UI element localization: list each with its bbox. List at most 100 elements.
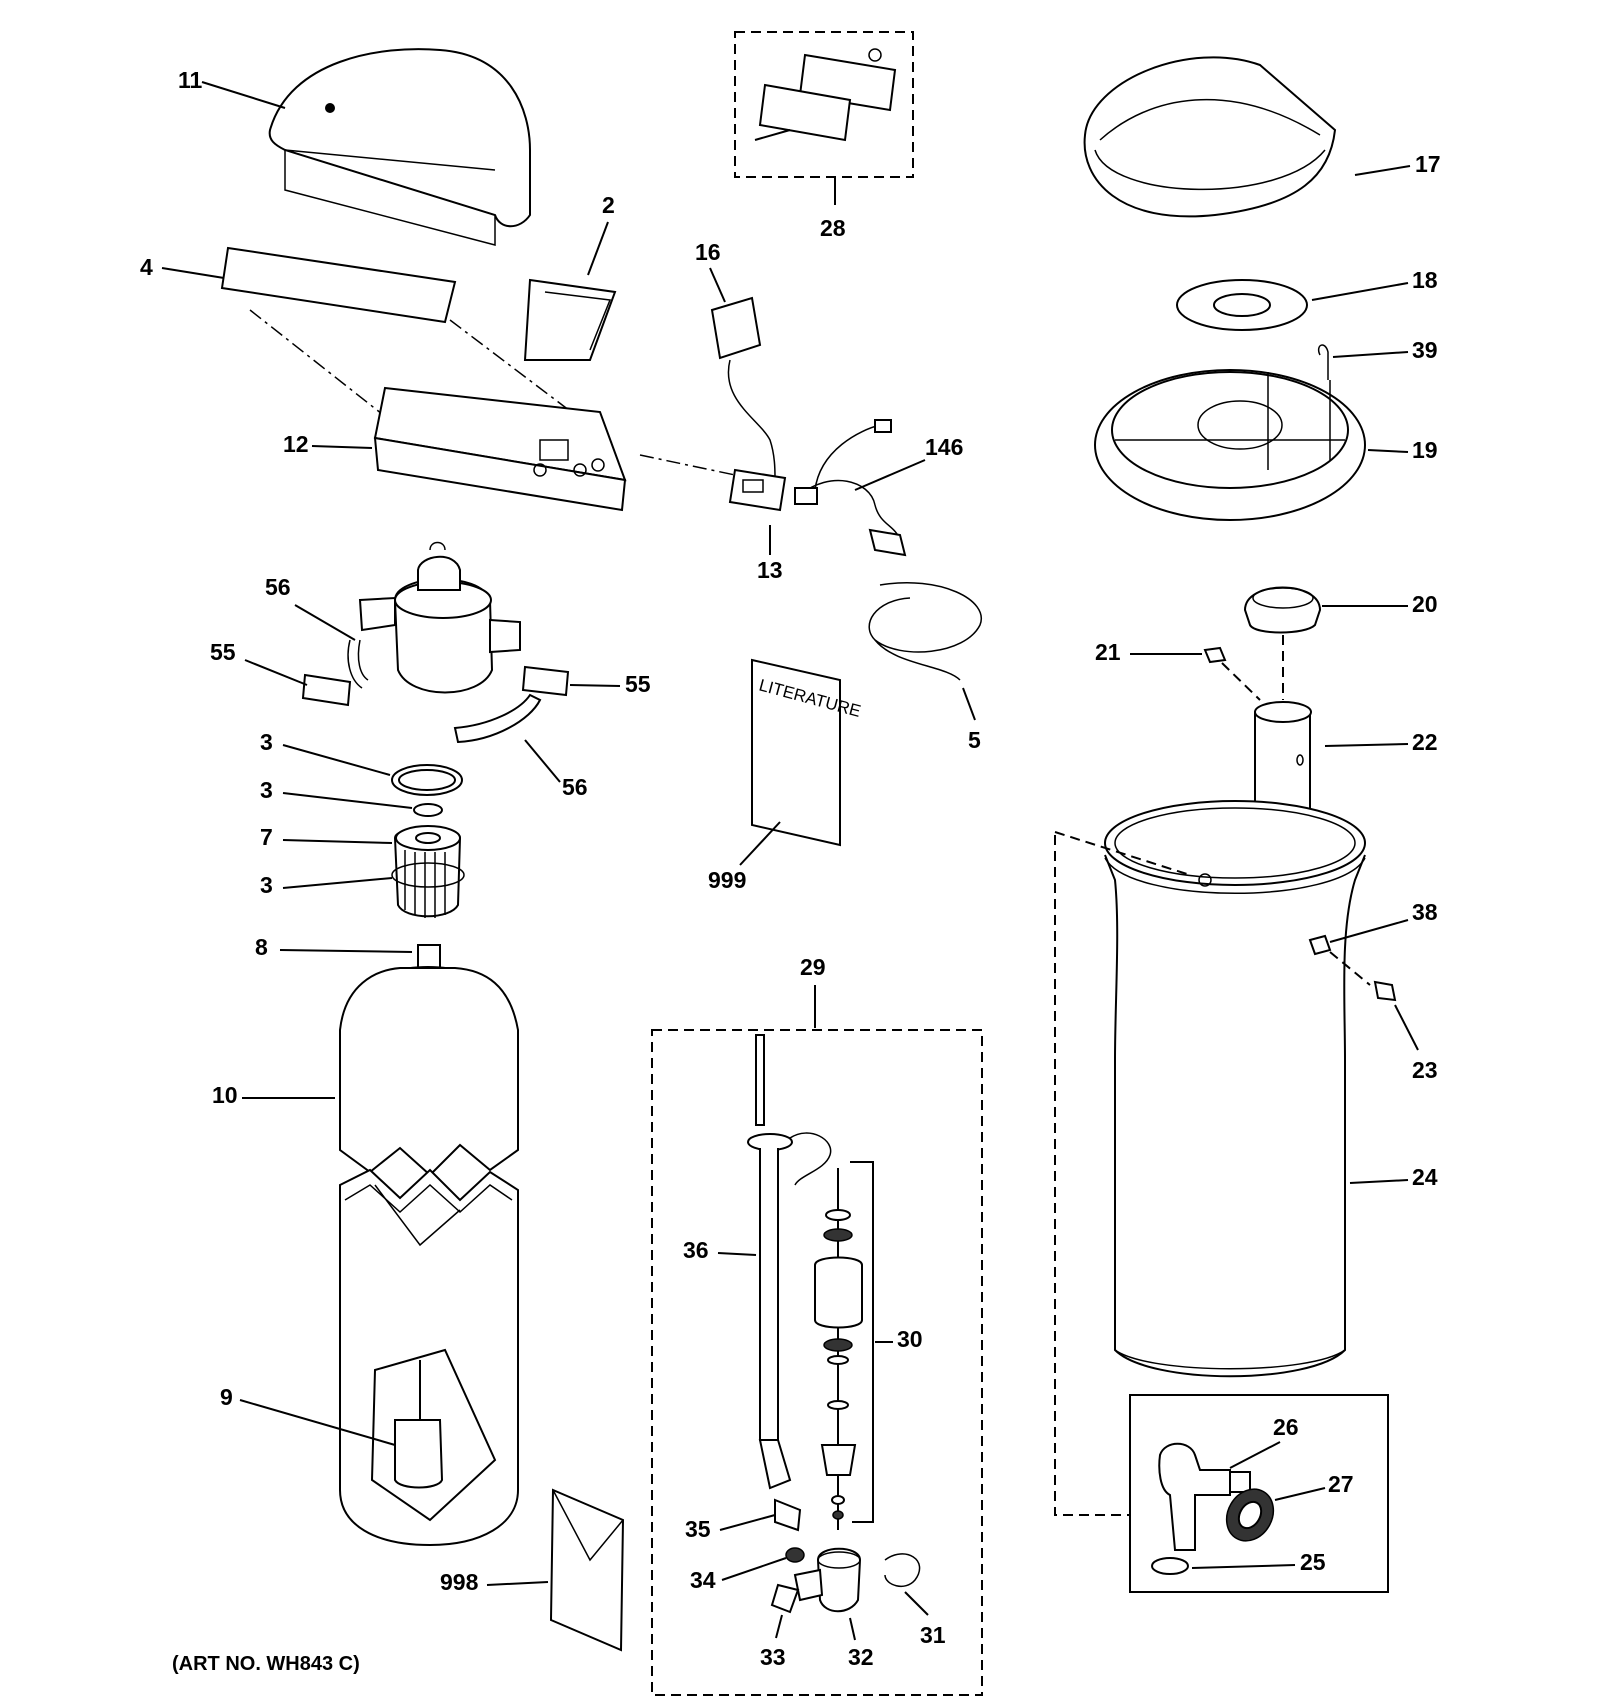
- svg-text:19: 19: [1412, 437, 1438, 463]
- callout-998: 998: [440, 1569, 549, 1595]
- callout-10: 10: [212, 1082, 335, 1108]
- callout-20: 20: [1322, 591, 1438, 617]
- art-number: (ART NO. WH843 C): [172, 1653, 360, 1675]
- callout-3-first: 3: [260, 729, 391, 776]
- callout-13: 13: [757, 525, 783, 583]
- part-3-oring-large: [391, 764, 463, 796]
- part-38-grommet: [1308, 934, 1371, 986]
- callout-56-upper: 56: [265, 574, 356, 641]
- callout-999: 999: [708, 821, 781, 893]
- callout-21: 21: [1095, 639, 1202, 665]
- svg-text:2: 2: [602, 192, 615, 218]
- callout-8: 8: [255, 934, 413, 960]
- svg-text:56: 56: [562, 774, 588, 800]
- callout-11: 11: [178, 67, 286, 109]
- overflow-kit-dashed-leader: [1054, 835, 1130, 1516]
- part-56-clip-upper: [347, 639, 369, 689]
- callout-36: 36: [683, 1237, 757, 1263]
- callout-7: 7: [260, 824, 393, 850]
- part-25-hose-clamp: [1151, 1557, 1189, 1575]
- part-21-grommet: [1203, 646, 1261, 701]
- svg-text:38: 38: [1412, 899, 1438, 925]
- part-20-cap: [1243, 586, 1322, 634]
- callout-38: 38: [1329, 899, 1438, 943]
- callout-16: 16: [695, 239, 726, 303]
- callout-39: 39: [1332, 337, 1438, 363]
- svg-text:34: 34: [690, 1567, 716, 1593]
- svg-text:146: 146: [925, 434, 963, 460]
- svg-text:10: 10: [212, 1082, 238, 1108]
- part-999-literature: LITERATURE: [751, 658, 863, 847]
- part-28-brackets: [754, 48, 897, 142]
- callout-26: 26: [1229, 1414, 1299, 1469]
- part-4-label: [220, 246, 457, 324]
- callout-19: 19: [1367, 437, 1438, 463]
- callout-22: 22: [1324, 729, 1438, 755]
- callout-23: 23: [1394, 1004, 1438, 1083]
- callout-18: 18: [1311, 267, 1438, 301]
- callout-9: 9: [220, 1384, 396, 1446]
- svg-text:56: 56: [265, 574, 291, 600]
- part-5-tubing-coil: [868, 582, 983, 681]
- part-7-piston: [393, 825, 462, 918]
- part-12-control-panel: [373, 386, 627, 512]
- svg-text:5: 5: [968, 727, 981, 753]
- part-19-top-ring: [1094, 369, 1366, 521]
- part-13-board: [728, 468, 787, 512]
- callout-32: 32: [848, 1617, 874, 1670]
- part-32-valve-body: [793, 1547, 862, 1613]
- svg-text:55: 55: [625, 671, 651, 697]
- callout-17: 17: [1354, 151, 1441, 177]
- callout-35: 35: [685, 1514, 776, 1542]
- callout-55-left: 55: [210, 639, 308, 686]
- svg-text:12: 12: [283, 431, 309, 457]
- svg-text:21: 21: [1095, 639, 1121, 665]
- part-146-wire-harness: [794, 419, 907, 557]
- part-34-oring: [785, 1547, 805, 1563]
- part-9-distributor: [370, 1348, 497, 1522]
- part-55-clip-left: [301, 673, 352, 707]
- part-55-clip-right: [521, 665, 570, 697]
- part-31-clip: [884, 1553, 921, 1588]
- part-35-fitting: [774, 1498, 802, 1532]
- part-29-assembly-box: [651, 1029, 983, 1696]
- svg-text:28: 28: [820, 215, 846, 241]
- callout-33: 33: [760, 1614, 786, 1670]
- callout-30: 30: [875, 1326, 923, 1352]
- svg-text:8: 8: [255, 934, 268, 960]
- part-28-kit-box: [734, 31, 914, 178]
- part-2-module: [523, 278, 617, 361]
- part-39-clip: [1317, 344, 1329, 380]
- part-27-gasket: [1225, 1488, 1275, 1542]
- part-998-envelope: [549, 1488, 625, 1652]
- part-30-float-assembly: [814, 1161, 874, 1530]
- callout-12: 12: [283, 431, 373, 457]
- callout-24: 24: [1349, 1164, 1438, 1190]
- svg-text:998: 998: [440, 1569, 479, 1595]
- svg-text:24: 24: [1412, 1164, 1438, 1190]
- svg-text:3: 3: [260, 777, 273, 803]
- svg-text:26: 26: [1273, 1414, 1299, 1440]
- callout-29: 29: [800, 954, 826, 1028]
- brine-tank-hole-leader: [1054, 831, 1191, 876]
- callout-31: 31: [904, 1591, 946, 1648]
- part-24-brine-tank: [1104, 800, 1366, 1378]
- svg-text:7: 7: [260, 824, 273, 850]
- svg-text:36: 36: [683, 1237, 709, 1263]
- part-16-transformer: [710, 296, 776, 479]
- svg-text:4: 4: [140, 254, 153, 280]
- overflow-kit-box: [1129, 1394, 1389, 1593]
- svg-text:30: 30: [897, 1326, 923, 1352]
- svg-text:35: 35: [685, 1516, 711, 1542]
- callout-55-right: 55: [569, 671, 651, 697]
- svg-text:11: 11: [178, 67, 203, 93]
- svg-text:31: 31: [920, 1622, 946, 1648]
- svg-text:17: 17: [1415, 151, 1441, 177]
- part-23-overflow-fitting: [1373, 980, 1397, 1002]
- svg-text:16: 16: [695, 239, 721, 265]
- callout-146: 146: [854, 434, 963, 491]
- svg-text:33: 33: [760, 1644, 786, 1670]
- callout-28: 28: [820, 178, 846, 241]
- callout-2: 2: [587, 192, 615, 276]
